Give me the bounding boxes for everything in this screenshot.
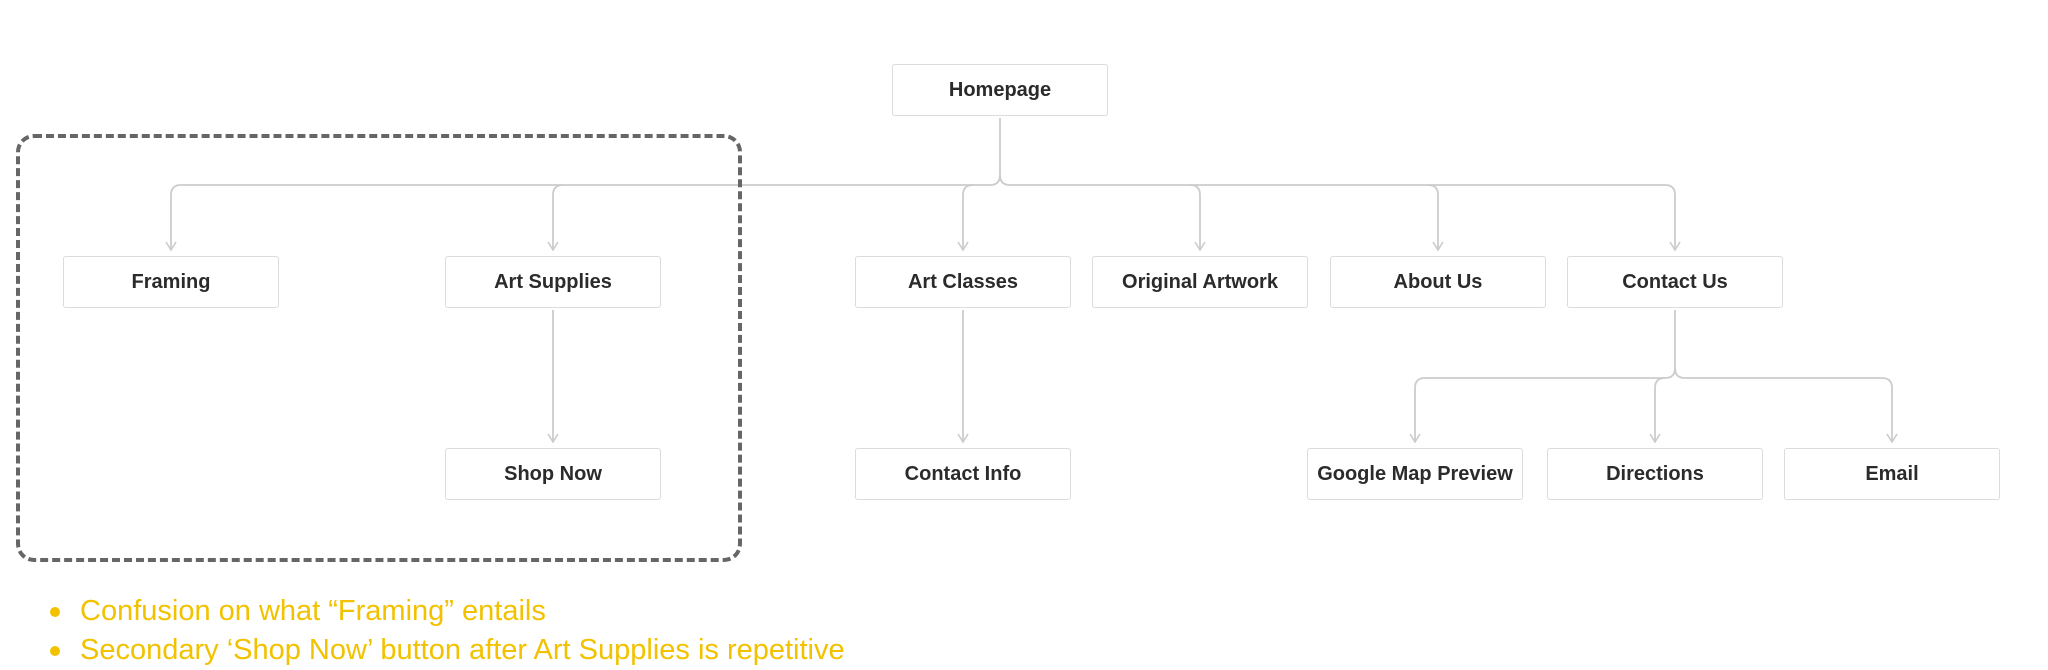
node-contact-info: Contact Info <box>855 448 1071 500</box>
connector-homepage-framing <box>171 184 990 250</box>
node-email: Email <box>1784 448 2000 500</box>
note-item: Secondary ‘Shop Now’ button after Art Su… <box>50 631 845 670</box>
connector-contact-us-google-map <box>1415 377 1665 442</box>
node-homepage: Homepage <box>892 64 1108 116</box>
bullet-icon <box>50 607 60 617</box>
node-art-classes: Art Classes <box>855 256 1071 308</box>
node-framing: Framing <box>63 256 279 308</box>
connector-homepage-art-supplies <box>553 184 564 250</box>
connector-homepage-right-branch <box>999 174 1675 250</box>
node-original-artwork: Original Artwork <box>1092 256 1308 308</box>
node-google-map-preview: Google Map Preview <box>1307 448 1523 500</box>
notes-list: Confusion on what “Framing” entails Seco… <box>50 592 845 670</box>
bullet-icon <box>50 646 60 656</box>
node-about-us: About Us <box>1330 256 1546 308</box>
connector-contact-us-directions <box>1655 377 1666 442</box>
connector-homepage-art-classes <box>963 184 974 250</box>
node-directions: Directions <box>1547 448 1763 500</box>
node-art-supplies: Art Supplies <box>445 256 661 308</box>
connector-homepage-trunk <box>989 118 1001 186</box>
highlight-group-box <box>16 134 742 562</box>
node-shop-now: Shop Now <box>445 448 661 500</box>
note-item: Confusion on what “Framing” entails <box>50 592 845 631</box>
connector-homepage-about-us <box>1427 184 1438 250</box>
node-contact-us: Contact Us <box>1567 256 1783 308</box>
connector-contact-us-trunk <box>1664 310 1676 379</box>
note-text: Confusion on what “Framing” entails <box>80 595 546 627</box>
connector-homepage-original-artwork <box>1189 184 1200 250</box>
connector-contact-us-email <box>1674 367 1892 442</box>
note-text: Secondary ‘Shop Now’ button after Art Su… <box>80 634 845 666</box>
